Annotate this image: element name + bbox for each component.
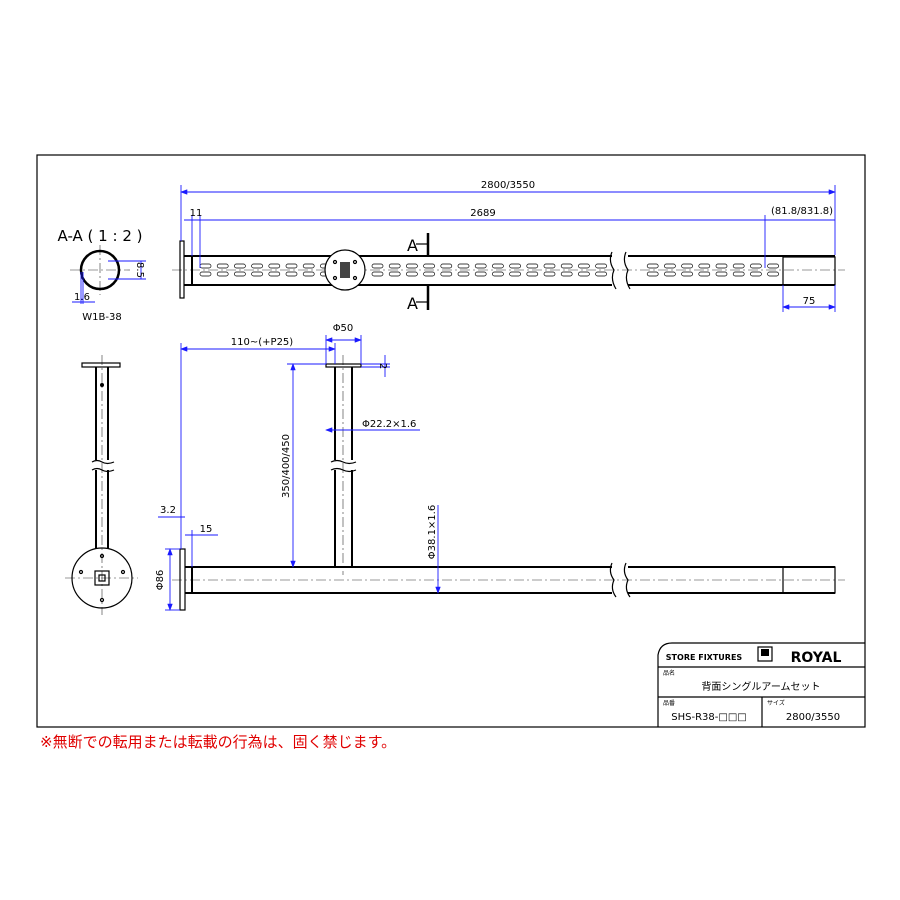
slot xyxy=(698,271,711,277)
dim-thickness: 1.6 xyxy=(74,292,90,303)
top-view: A A 2800/3550 11 2689 (81.8/831.8) 75 xyxy=(172,180,845,313)
slot xyxy=(234,263,246,269)
slot xyxy=(509,271,521,277)
slot xyxy=(646,271,659,277)
slot xyxy=(302,271,315,277)
dim-plate-offset: 15 xyxy=(200,524,213,535)
slot xyxy=(492,271,504,277)
slot xyxy=(732,263,745,269)
section-part: W1B-38 xyxy=(82,312,121,323)
drawing-frame xyxy=(36,154,866,728)
size-label: サイズ xyxy=(767,699,785,707)
slot xyxy=(543,271,556,277)
slot xyxy=(285,263,298,269)
name-label: 品名 xyxy=(663,669,675,677)
front-view: 110~(+P25) Φ50 2 350/400/450 Φ22.2×1.6 Φ… xyxy=(155,323,845,611)
dim-main-pipe: Φ38.1×1.6 xyxy=(427,505,438,559)
slot xyxy=(440,271,453,277)
title-block: STORE FIXTURES ROYAL 品名 背面シングルアームセット 品番 … xyxy=(657,642,865,727)
slot xyxy=(388,271,401,277)
slot xyxy=(423,263,435,269)
slot xyxy=(440,263,453,269)
slot xyxy=(681,263,693,269)
copyright-note: ※無断での転用または転載の行為は、固く禁じます。 xyxy=(40,733,397,751)
slot xyxy=(543,263,556,269)
slot xyxy=(560,263,573,269)
slot xyxy=(457,271,470,277)
slot xyxy=(406,263,418,269)
dim-flange-thick: 2 xyxy=(377,363,388,369)
slot xyxy=(750,271,762,277)
slot xyxy=(526,271,539,277)
slot xyxy=(457,263,470,269)
section-title: A-A ( 1 : 2 ) xyxy=(58,227,143,245)
base-plate xyxy=(71,547,133,609)
royal-logo-icon xyxy=(757,646,773,662)
dim-arm-position: 110~(+P25) xyxy=(231,337,294,348)
slot xyxy=(492,263,504,269)
slot xyxy=(406,271,418,277)
slot xyxy=(664,271,676,277)
slot xyxy=(767,271,779,277)
dim-base-dia: Φ86 xyxy=(155,570,166,591)
slot xyxy=(750,263,762,269)
section-view: A-A ( 1 : 2 ) 8.5 1.6 W1B-38 xyxy=(58,227,146,323)
dim-overall: 2800/3550 xyxy=(481,180,535,191)
dim-arm-length: 350/400/450 xyxy=(281,434,292,498)
logo-text: ROYAL xyxy=(791,650,842,666)
slot xyxy=(234,271,246,277)
slot xyxy=(371,271,384,277)
slot xyxy=(474,263,487,269)
slot xyxy=(681,271,693,277)
slot xyxy=(251,263,263,269)
slot xyxy=(199,271,212,277)
slot xyxy=(732,271,745,277)
slot xyxy=(526,263,539,269)
side-view xyxy=(65,355,138,615)
slot xyxy=(767,263,779,269)
dim-flange-dia: Φ50 xyxy=(333,323,354,334)
section-marker-top: A xyxy=(407,236,418,255)
slot xyxy=(595,263,607,269)
slot xyxy=(423,271,435,277)
dim-end-span: (81.8/831.8) xyxy=(771,206,833,217)
dim-slot-span: 2689 xyxy=(470,208,495,219)
pipe-section xyxy=(79,249,121,291)
product-name: 背面シングルアームセット xyxy=(701,680,820,693)
code-label: 品番 xyxy=(663,700,675,707)
section-marker-bottom: A xyxy=(407,294,418,313)
slot xyxy=(302,263,315,269)
slot xyxy=(578,271,590,277)
dim-offset: 11 xyxy=(190,208,203,219)
slot xyxy=(595,271,607,277)
slot xyxy=(664,263,676,269)
slot xyxy=(268,271,281,277)
slot xyxy=(268,263,281,269)
wall-plate xyxy=(179,240,185,299)
slot xyxy=(474,271,487,277)
slot xyxy=(216,271,229,277)
slot xyxy=(371,263,384,269)
slot xyxy=(715,271,728,277)
slot xyxy=(388,263,401,269)
slot xyxy=(646,263,659,269)
slot xyxy=(509,263,521,269)
dim-arm-pipe: Φ22.2×1.6 xyxy=(362,419,416,430)
slot xyxy=(285,271,298,277)
product-code: SHS-R38-□□□ xyxy=(671,712,746,723)
product-size: 2800/3550 xyxy=(786,712,840,723)
slot xyxy=(560,271,573,277)
slot xyxy=(698,263,711,269)
slot xyxy=(715,263,728,269)
end-cap xyxy=(782,256,836,286)
dim-cap: 75 xyxy=(803,296,816,307)
slot xyxy=(199,263,212,269)
dim-slot-height: 8.5 xyxy=(134,262,145,278)
slot xyxy=(578,263,590,269)
slot xyxy=(251,271,263,277)
dim-plate-thick: 3.2 xyxy=(160,505,176,516)
slot xyxy=(216,263,229,269)
brand-label: STORE FIXTURES xyxy=(666,653,743,662)
